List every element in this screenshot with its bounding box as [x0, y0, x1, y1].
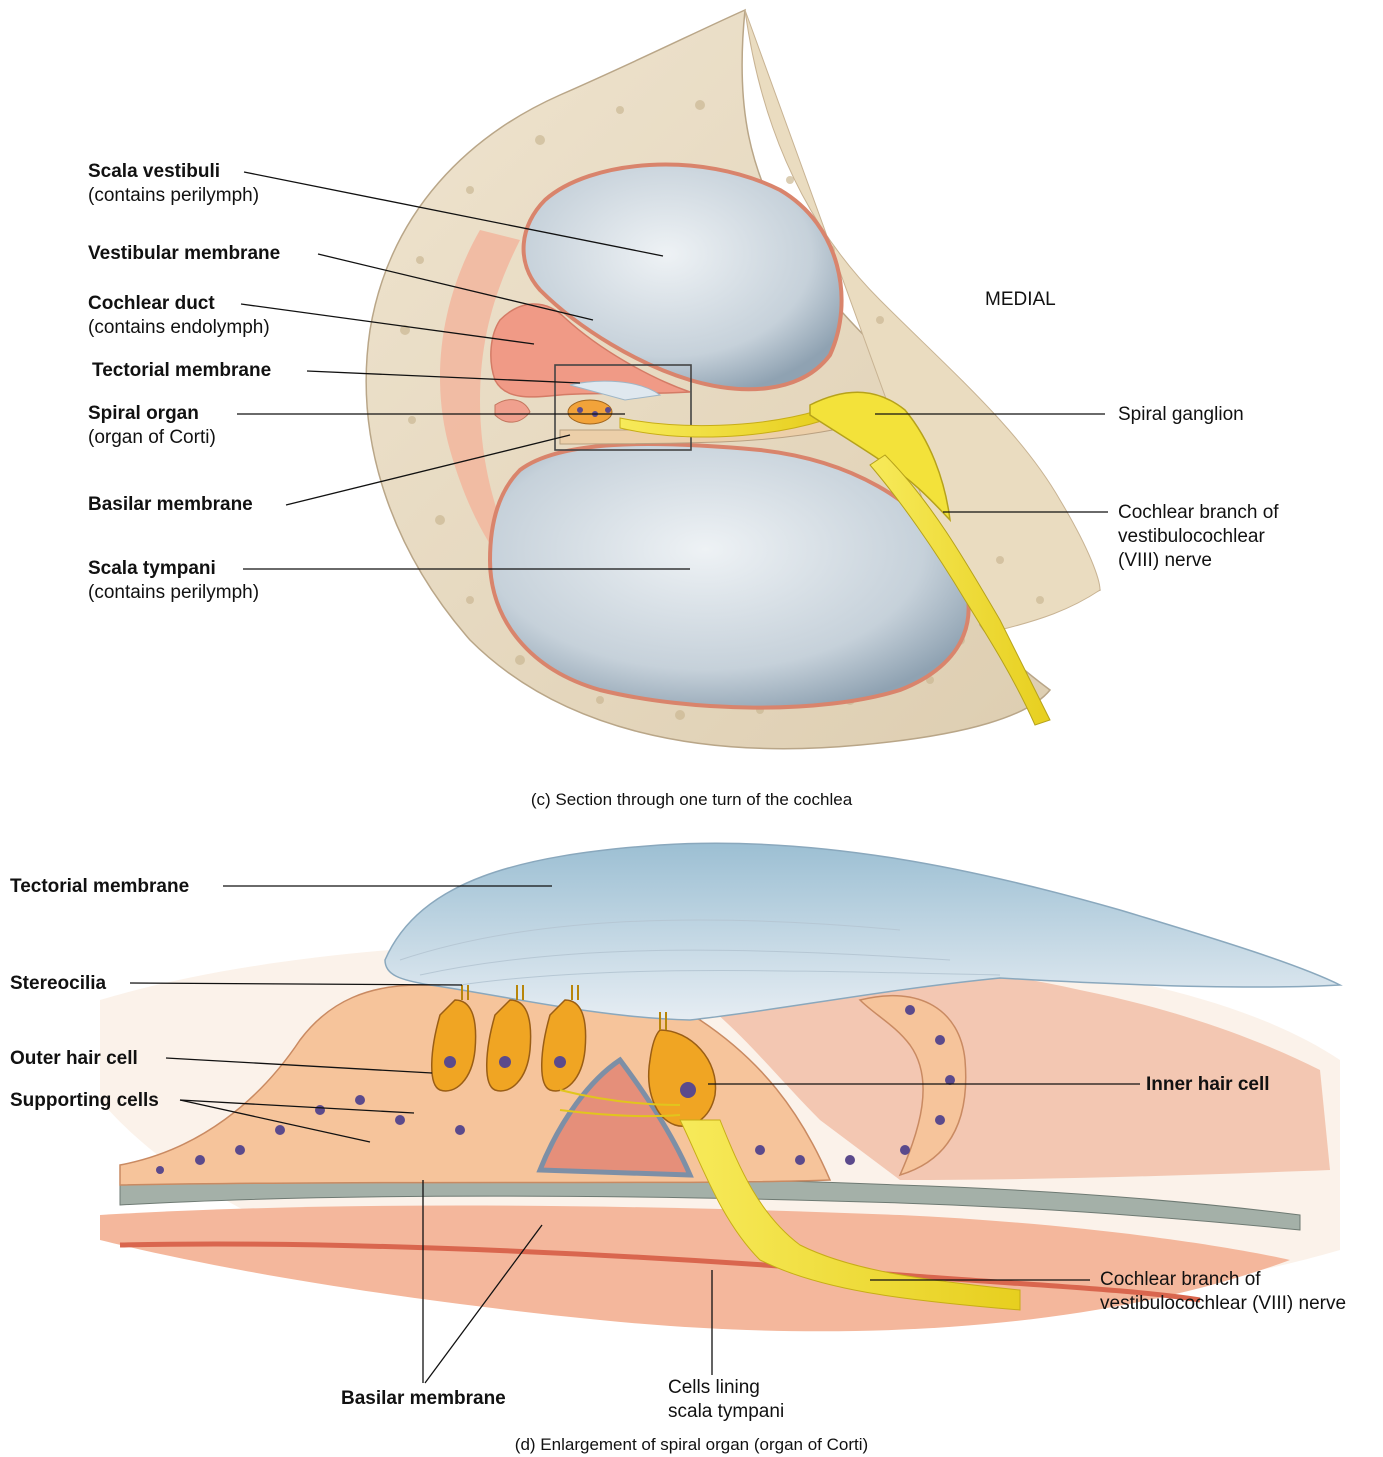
label-cochlear-duct-note: (contains endolymph) — [88, 316, 270, 339]
label-scala-tympani: Scala tympani — [88, 557, 216, 580]
label-scala-vestibuli-note: (contains perilymph) — [88, 184, 259, 207]
label-basilar-membrane-c: Basilar membrane — [88, 493, 253, 516]
caption-panel-c: (c) Section through one turn of the coch… — [0, 790, 1383, 810]
label-cochlear-branch-d-1: Cochlear branch of — [1100, 1268, 1261, 1291]
label-spiral-organ-note: (organ of Corti) — [88, 426, 216, 449]
label-cells-lining-1: Cells lining — [668, 1376, 760, 1399]
label-spiral-ganglion: Spiral ganglion — [1118, 403, 1244, 426]
label-cochlear-branch-c-2: vestibulocochlear — [1118, 525, 1265, 548]
outer-hair-cells — [432, 1000, 586, 1091]
label-tectorial-membrane-c: Tectorial membrane — [92, 359, 271, 382]
label-outer-hair-cell: Outer hair cell — [10, 1047, 138, 1070]
label-spiral-organ: Spiral organ — [88, 402, 199, 425]
label-vestibular-membrane: Vestibular membrane — [88, 242, 280, 265]
label-supporting-cells: Supporting cells — [10, 1089, 159, 1112]
cochlea-section-panel — [366, 10, 1100, 749]
label-inner-hair-cell: Inner hair cell — [1146, 1073, 1270, 1096]
caption-panel-d: (d) Enlargement of spiral organ (organ o… — [0, 1435, 1383, 1455]
label-cochlear-branch-c-1: Cochlear branch of — [1118, 501, 1279, 524]
label-cochlear-branch-c-3: (VIII) nerve — [1118, 549, 1212, 572]
tectorial-membrane — [385, 843, 1340, 1020]
label-cochlear-branch-d-2: vestibulocochlear (VIII) nerve — [1100, 1292, 1346, 1315]
label-tectorial-membrane-d: Tectorial membrane — [10, 875, 189, 898]
label-cells-lining-2: scala tympani — [668, 1400, 784, 1423]
label-cochlear-duct: Cochlear duct — [88, 292, 215, 315]
label-medial: MEDIAL — [985, 288, 1056, 311]
label-scala-tympani-note: (contains perilymph) — [88, 581, 259, 604]
label-stereocilia: Stereocilia — [10, 972, 106, 995]
label-scala-vestibuli: Scala vestibuli — [88, 160, 220, 183]
label-basilar-membrane-d: Basilar membrane — [341, 1387, 506, 1410]
